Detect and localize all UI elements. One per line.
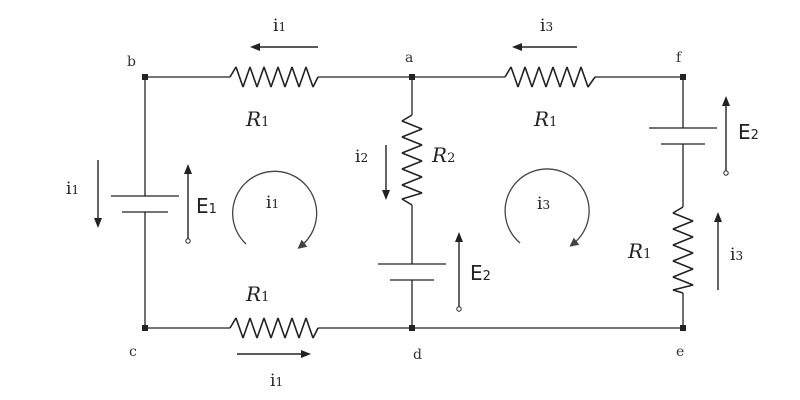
current-label-left-branch: i1 — [66, 179, 79, 199]
current-label-top-left: i1 — [273, 16, 286, 36]
current-arrow-middle-branch — [382, 145, 390, 200]
emf-arrow-e2-right — [722, 96, 730, 176]
emf-label-e1: E1 — [196, 194, 217, 218]
node-label-b: b — [127, 54, 136, 70]
emf-indicators: E1 E2 E2 — [184, 96, 759, 312]
node-dot-e — [680, 325, 686, 331]
resistor-label-fe: R1 — [627, 239, 651, 263]
current-arrow-top-left — [250, 43, 318, 51]
node-dots — [142, 74, 686, 331]
node-label-f: f — [676, 50, 683, 66]
batteries — [111, 127, 717, 281]
loop-currents: i1 i3 — [232, 168, 590, 249]
node-label-d: d — [413, 347, 422, 363]
node-dot-c — [142, 325, 148, 331]
current-label-middle-branch: i2 — [355, 147, 368, 167]
current-arrow-left-branch — [94, 160, 102, 228]
resistor-label-ad: R2 — [431, 143, 455, 167]
loop-label-left: i1 — [266, 193, 279, 213]
battery-e2-right — [649, 127, 717, 145]
loop-arrow-right — [504, 168, 590, 247]
battery-e2-middle — [378, 263, 446, 281]
emf-label-e2-right: E2 — [738, 120, 759, 144]
emf-arrow-e1 — [184, 164, 192, 244]
wires — [144, 76, 684, 329]
battery-e1 — [111, 195, 179, 213]
resistor-cd — [229, 317, 319, 339]
current-arrow-right-branch — [714, 212, 722, 290]
resistor-ba — [229, 66, 319, 88]
node-labels: b a f c d e — [127, 50, 684, 363]
resistor-label-af: R1 — [533, 107, 557, 131]
current-arrows: i1 i3 i1 i2 i3 i1 — [66, 16, 743, 391]
resistor-fe — [672, 206, 694, 294]
resistor-af — [504, 66, 596, 88]
current-arrow-bottom — [237, 350, 311, 358]
node-dot-f — [680, 74, 686, 80]
node-label-a: a — [405, 50, 413, 66]
loop-label-right: i3 — [537, 194, 550, 214]
emf-label-e2-middle: E2 — [470, 261, 491, 285]
current-label-bottom: i1 — [270, 371, 283, 391]
resistor-label-cd: R1 — [245, 282, 269, 306]
node-label-e: e — [676, 344, 684, 360]
node-dot-a — [409, 74, 415, 80]
resistor-label-ba: R1 — [245, 107, 269, 131]
current-arrow-top-right — [512, 43, 577, 51]
node-dot-d — [409, 325, 415, 331]
resistors — [229, 66, 694, 339]
node-dot-b — [142, 74, 148, 80]
current-label-top-right: i3 — [540, 16, 553, 36]
emf-arrow-e2-middle — [455, 232, 463, 312]
loop-arrow-left — [232, 170, 318, 249]
resistor-ad — [401, 114, 423, 206]
node-label-c: c — [129, 344, 137, 360]
current-label-right-branch: i3 — [730, 245, 743, 265]
resistor-labels: R1 R1 R2 R1 R1 — [245, 107, 651, 306]
